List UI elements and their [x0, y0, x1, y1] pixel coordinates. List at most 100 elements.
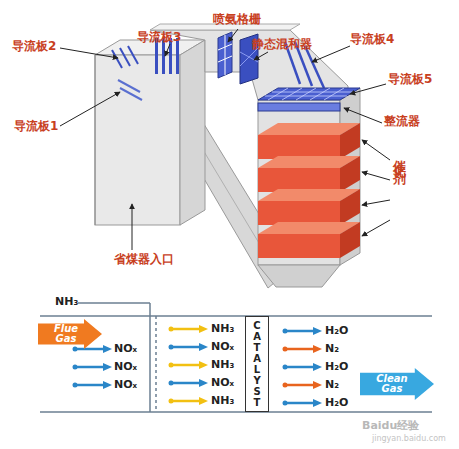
flow-arrow — [169, 397, 209, 405]
arrow-shape — [38, 319, 102, 349]
vane — [305, 46, 324, 88]
grid-line — [225, 35, 226, 75]
straightener-grid — [258, 88, 360, 100]
leader-line — [60, 48, 118, 58]
part-label: 催化剂 — [392, 150, 406, 165]
duct-wall — [40, 315, 432, 317]
leader-line — [132, 204, 133, 250]
grid-line — [265, 96, 347, 97]
box-side — [180, 40, 205, 225]
ammonia-pipe — [149, 303, 151, 412]
part-label: 导流板5 — [388, 73, 432, 86]
flow-arrow — [73, 381, 113, 389]
leader-line — [362, 172, 390, 180]
reactor-side — [340, 88, 360, 265]
flow-arrow-box: Flue Gas — [38, 319, 102, 349]
watermark: jingyan.baidu.com — [372, 435, 446, 444]
layer-side — [340, 123, 360, 159]
part-label: 静态混和器 — [252, 38, 312, 51]
flow-arrow — [283, 381, 323, 389]
species-label: NH₃ — [211, 323, 234, 335]
layer-side — [340, 156, 360, 192]
flow-arrow — [283, 345, 323, 353]
leader-line — [362, 200, 390, 205]
flow-arrow — [283, 363, 323, 371]
part-label: 导流板1 — [14, 120, 58, 133]
part-label: 导流板4 — [350, 33, 394, 46]
vane — [118, 80, 140, 92]
species-label: H₂O — [325, 397, 348, 409]
layer-front — [258, 201, 340, 225]
layer-side — [340, 222, 360, 258]
species-label: NOₓ — [211, 377, 234, 389]
catalyst-layer — [258, 189, 360, 225]
node-text: Flue Gas — [49, 324, 83, 344]
watermark: Baidu经验 — [362, 420, 419, 432]
species-label: NOₓ — [114, 361, 137, 373]
box-front — [95, 55, 180, 225]
layer-side — [340, 189, 360, 225]
catalyst-layer — [258, 123, 360, 159]
leader-line — [228, 29, 238, 42]
flow-arrow — [73, 363, 113, 371]
leader-lines — [60, 29, 390, 250]
part-label: 导流板2 — [12, 40, 56, 53]
flow-arrow — [283, 327, 323, 335]
flow-arrows — [73, 325, 323, 407]
species-label: NOₓ — [211, 341, 234, 353]
guide-vane-1 — [118, 80, 142, 100]
flow-arrow-box: Clean Gas — [360, 368, 434, 400]
straightener — [258, 103, 340, 111]
arrow-shape — [360, 368, 434, 400]
layer-front — [258, 168, 340, 192]
leader-line — [362, 140, 390, 160]
injection-line — [155, 316, 157, 412]
species-label: NH₃ — [55, 296, 78, 308]
part-label: 整流器 — [384, 115, 420, 128]
flow-arrow — [169, 379, 209, 387]
box-edge — [95, 55, 96, 225]
flow-arrow — [169, 361, 209, 369]
species-label: NH₃ — [211, 395, 234, 407]
flow-arrow — [169, 343, 209, 351]
species-label: NOₓ — [114, 379, 137, 391]
catalyst-layer — [258, 222, 360, 258]
layer-front — [258, 234, 340, 258]
flow-arrow — [73, 345, 113, 353]
hopper — [258, 265, 340, 287]
leader-line — [362, 220, 390, 236]
leader-line — [350, 84, 386, 94]
species-label: NH₃ — [211, 359, 234, 371]
leader-line — [60, 92, 120, 126]
duct-outline — [40, 303, 432, 412]
flow-arrow — [283, 399, 323, 407]
vane — [112, 50, 122, 68]
ammonia-pipe — [78, 302, 150, 304]
part-label: 省煤器入口 — [114, 253, 174, 266]
species-label: N₂ — [325, 379, 339, 391]
vane — [120, 48, 130, 66]
grid-line — [272, 92, 354, 93]
species-label: H₂O — [325, 361, 348, 373]
leader-line — [312, 46, 350, 62]
species-label: N₂ — [325, 343, 339, 355]
catalyst-band: CATALYST — [245, 316, 269, 412]
catalyst-layer — [258, 156, 360, 192]
node-text: CATALYST — [252, 320, 263, 408]
grid-hatch — [265, 88, 354, 100]
leader-line — [344, 108, 382, 123]
vane — [128, 46, 138, 64]
part-label: 导流板3 — [137, 31, 181, 44]
leader-line — [254, 52, 268, 60]
vane — [120, 88, 142, 100]
part-label: 喷氨格栅 — [213, 13, 261, 26]
grid-line — [324, 88, 344, 100]
duct-wall — [40, 411, 432, 413]
species-label: H₂O — [325, 325, 348, 337]
flow-arrow — [169, 325, 209, 333]
leader-line — [165, 44, 170, 56]
guide-vane-2 — [112, 46, 138, 68]
layer-front — [258, 135, 340, 159]
species-label: NOₓ — [114, 343, 137, 355]
